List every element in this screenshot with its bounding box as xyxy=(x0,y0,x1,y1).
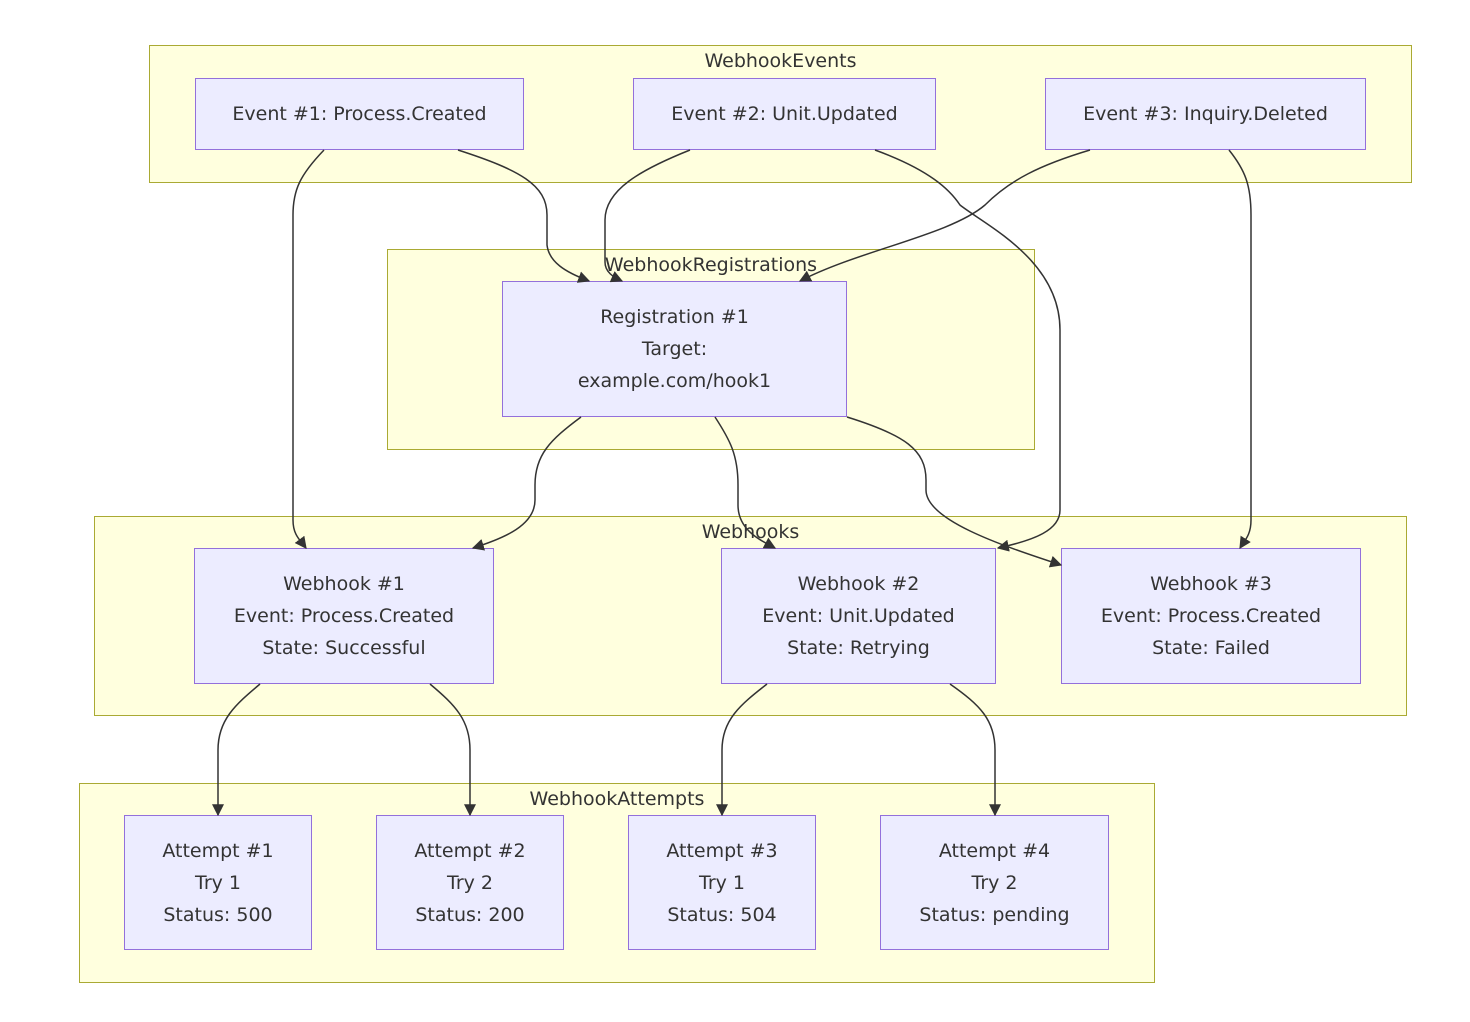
attempt-title: Attempt #2 xyxy=(414,839,526,862)
event-label: Event #2: Unit.Updated xyxy=(671,103,898,125)
edge-event1-webhook1 xyxy=(292,149,325,549)
registration-node[interactable]: Registration #1 Target: example.com/hook… xyxy=(502,281,847,417)
attempt-node-2[interactable]: Attempt #2 Try 2 Status: 200 xyxy=(376,815,564,950)
cluster-title: Webhooks xyxy=(701,521,800,543)
attempt-title: Attempt #1 xyxy=(162,839,274,862)
webhook-event: Event: Process.Created xyxy=(233,605,455,627)
attempt-try: Try 2 xyxy=(971,871,1018,894)
attempt-try: Try 1 xyxy=(699,871,745,894)
event-node-2[interactable]: Event #2: Unit.Updated xyxy=(633,78,936,150)
attempt-node-1[interactable]: Attempt #1 Try 1 Status: 500 xyxy=(124,815,312,950)
webhook-event: Event: Process.Created xyxy=(1100,605,1322,627)
event-label: Event #3: Inquiry.Deleted xyxy=(1083,103,1328,125)
event-node-1[interactable]: Event #1: Process.Created xyxy=(195,78,524,150)
webhook-node-1[interactable]: Webhook #1 Event: Process.Created State:… xyxy=(194,548,494,684)
event-label: Event #1: Process.Created xyxy=(232,103,487,125)
webhook-state: State: Failed xyxy=(1152,637,1270,659)
webhook-state: State: Retrying xyxy=(787,637,930,659)
event-node-3[interactable]: Event #3: Inquiry.Deleted xyxy=(1045,78,1366,150)
attempt-try: Try 1 xyxy=(195,871,241,894)
attempt-node-4[interactable]: Attempt #4 Try 2 Status: pending xyxy=(880,815,1109,950)
attempt-title: Attempt #4 xyxy=(938,839,1051,862)
registration-target-label: Target: xyxy=(641,338,708,360)
webhook-title: Webhook #3 xyxy=(1150,573,1272,595)
attempt-status: Status: 200 xyxy=(415,903,525,926)
attempt-title: Attempt #3 xyxy=(666,839,778,862)
attempt-node-3[interactable]: Attempt #3 Try 1 Status: 504 xyxy=(628,815,816,950)
cluster-title: WebhookRegistrations xyxy=(604,254,818,276)
edge-event3-webhook3 xyxy=(1228,149,1252,550)
registration-target: example.com/hook1 xyxy=(577,370,772,392)
attempt-try: Try 2 xyxy=(447,871,493,894)
cluster-title: WebhookAttempts xyxy=(529,788,705,810)
registration-title: Registration #1 xyxy=(600,306,749,328)
attempt-status: Status: 500 xyxy=(163,903,273,926)
webhook-event: Event: Unit.Updated xyxy=(762,605,955,627)
attempt-status: Status: 504 xyxy=(667,903,777,926)
cluster-title: WebhookEvents xyxy=(704,50,857,72)
webhook-title: Webhook #2 xyxy=(797,573,920,595)
webhook-title: Webhook #1 xyxy=(283,573,405,595)
attempt-status: Status: pending xyxy=(919,903,1070,926)
webhook-node-3[interactable]: Webhook #3 Event: Process.Created State:… xyxy=(1061,548,1361,684)
webhook-node-2[interactable]: Webhook #2 Event: Unit.Updated State: Re… xyxy=(721,548,996,684)
webhook-state: State: Successful xyxy=(262,637,426,659)
